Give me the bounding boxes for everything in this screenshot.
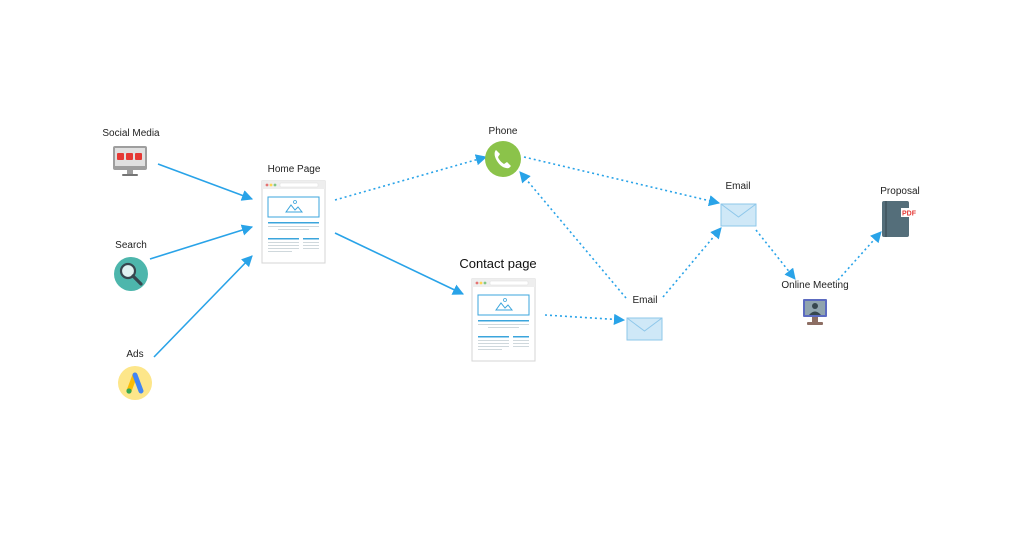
edge-home-to-contact	[334, 232, 465, 295]
node-label-home-page: Home Page	[267, 164, 321, 175]
pdf-badge: PDF	[902, 211, 917, 218]
node-label-email-upper: Email	[725, 181, 751, 192]
edge-contact-to-email	[544, 313, 626, 325]
edges	[149, 154, 882, 358]
node-label-online-meeting: Online Meeting	[781, 280, 849, 291]
node-label-contact-page: Contact page	[459, 256, 537, 271]
webpage-icon	[261, 180, 326, 264]
edge-email-to-phone	[519, 171, 627, 299]
monitor-social-icon	[113, 146, 147, 176]
edge-social-to-home	[157, 163, 254, 201]
node-label-proposal: Proposal	[880, 186, 920, 197]
edge-phone-to-email	[523, 156, 721, 207]
envelope-icon	[626, 317, 663, 341]
edge-meeting-to-proposal	[837, 231, 882, 281]
phone-icon	[485, 141, 521, 177]
edge-search-to-home	[149, 224, 254, 260]
edge-email-to-email	[662, 227, 722, 298]
edge-email-to-meeting	[755, 229, 796, 280]
magnifier-icon	[114, 257, 148, 291]
edge-home-to-phone	[334, 154, 488, 201]
envelope-icon	[720, 203, 757, 227]
node-label-phone: Phone	[488, 126, 518, 137]
node-label-ads: Ads	[126, 349, 144, 360]
node-label-social-media: Social Media	[102, 128, 160, 139]
google-ads-icon	[118, 366, 152, 400]
node-label-search: Search	[115, 240, 147, 251]
node-label-email-lower: Email	[632, 295, 658, 306]
pdf-book-icon: PDF	[882, 201, 917, 237]
webpage-icon	[471, 278, 536, 362]
edge-ads-to-home	[153, 255, 253, 358]
video-call-icon	[803, 299, 827, 325]
